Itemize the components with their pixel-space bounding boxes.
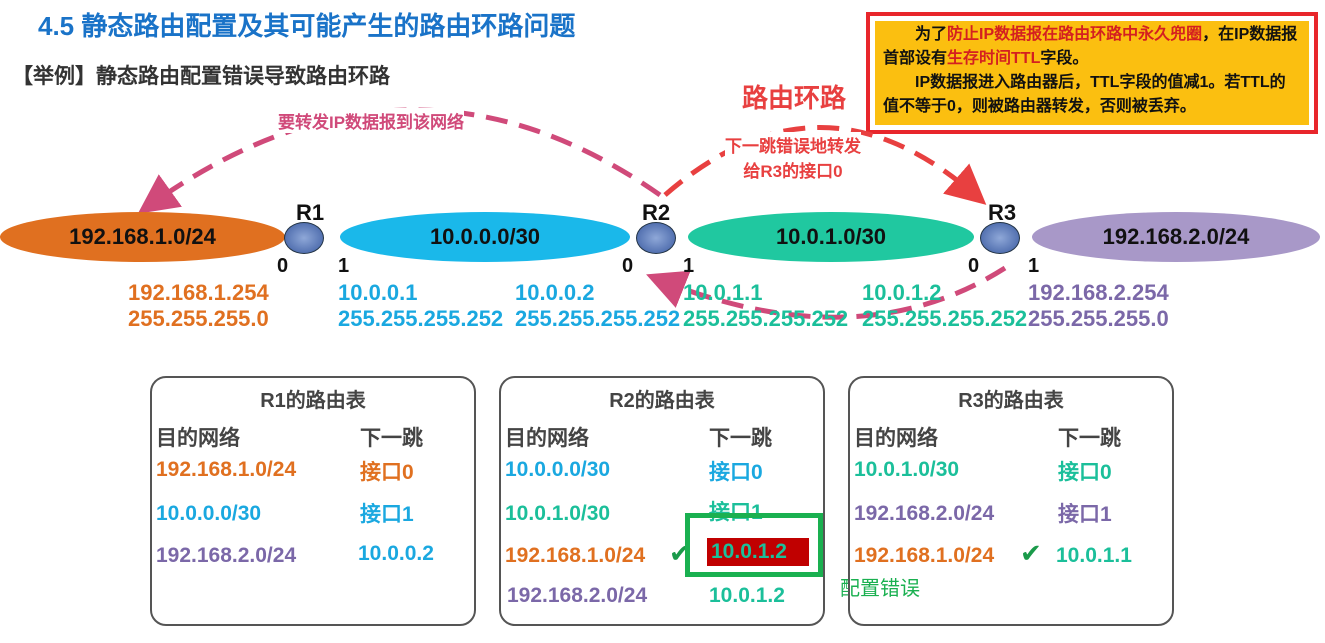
table-cell: 接口1 [360,503,414,526]
loop-label: 路由环路 [742,78,847,115]
ttl-note-box: 为了防止IP数据报在路由环路中永久兜圈，在IP数据报首部设有生存时间TTL字段。… [866,12,1318,134]
table-cell: 192.168.1.0/24 [854,544,995,567]
table-cell: R1的路由表 [260,390,366,412]
port-label: 1 [1028,255,1040,277]
table-cell: 接口0 [360,461,414,484]
router-icon [284,222,324,254]
table-cell: 接口0 [1058,461,1112,484]
wrong-next-hop: 10.0.1.2 [707,538,809,566]
error-highlight-box [685,513,823,577]
return-arrow [646,265,1007,320]
router-icon [980,222,1020,254]
router-label: R3 [988,200,1017,225]
table-cell: 接口0 [709,461,763,484]
table-cell: 10.0.0.0/30 [156,502,262,525]
table-cell: 10.0.1.0/30 [854,458,960,481]
slide-title: 4.5 静态路由配置及其可能产生的路由环路问题 [38,11,576,41]
error-label: 配置错误 [840,578,920,600]
table-cell: 接口1 [709,501,763,524]
table-cell: 192.168.2.0/24 [507,584,648,607]
wrong-hop-arrow [663,125,987,205]
table-cell: 192.168.1.0/24 [156,458,297,481]
router-icon [636,222,676,254]
table-cell: 192.168.2.0/24 [854,502,995,525]
table-cell: 10.0.1.2 [709,584,785,607]
forward-label: 要转发IP数据报到该网络 [278,108,465,133]
slide-subtitle: 【举例】静态路由配置错误导致路由环路 [12,65,390,88]
table-cell: 接口1 [1058,503,1112,526]
r2-routing-table: R2的路由表 目的网络 下一跳 10.0.0.0/30 接口0 10.0.1.0/… [499,376,825,626]
port-label: 0 [968,255,980,277]
table-cell: 目的网络 [854,427,938,450]
network-10-0-0: 10.0.0.0/30 [340,212,630,262]
port-label: 1 [683,255,695,277]
table-cell: 192.168.2.0/24 [156,544,297,567]
r1-routing-table: R1的路由表 目的网络 下一跳 192.168.1.0/24 接口0 10.0.0… [150,376,476,626]
check-icon: ✔ [1020,538,1042,568]
table-cell: 10.0.1.0/30 [505,502,611,525]
network-10-0-1: 10.0.1.0/30 [688,212,974,262]
r3-routing-table: R3的路由表 目的网络 下一跳 10.0.1.0/30 接口0 192.168.2… [848,376,1174,626]
network-192-168-1: 192.168.1.0/24 [0,212,285,262]
table-cell: 目的网络 [505,427,589,450]
table-cell: R2的路由表 [609,390,715,412]
router-label: R1 [296,200,325,225]
table-cell: 下一跳 [1058,427,1121,450]
port-label: 0 [277,255,289,277]
table-cell: 下一跳 [360,427,423,450]
table-cell: 目的网络 [156,427,240,450]
table-cell: 下一跳 [709,427,772,450]
table-cell: R3的路由表 [958,390,1064,412]
router-label: R2 [642,200,671,225]
port-label: 1 [338,255,350,277]
network-192-168-2: 192.168.2.0/24 [1032,212,1320,262]
table-cell: 10.0.0.0/30 [505,458,611,481]
table-cell: 192.168.1.0/24 [505,544,646,567]
port-label: 0 [622,255,634,277]
forward-arrow [137,107,662,214]
table-cell: 10.0.1.1 [1056,544,1132,567]
table-cell: 10.0.0.2 [358,542,434,565]
wrong-hop-label: 下一跳错误地转发给R3的接口0 [725,132,861,182]
